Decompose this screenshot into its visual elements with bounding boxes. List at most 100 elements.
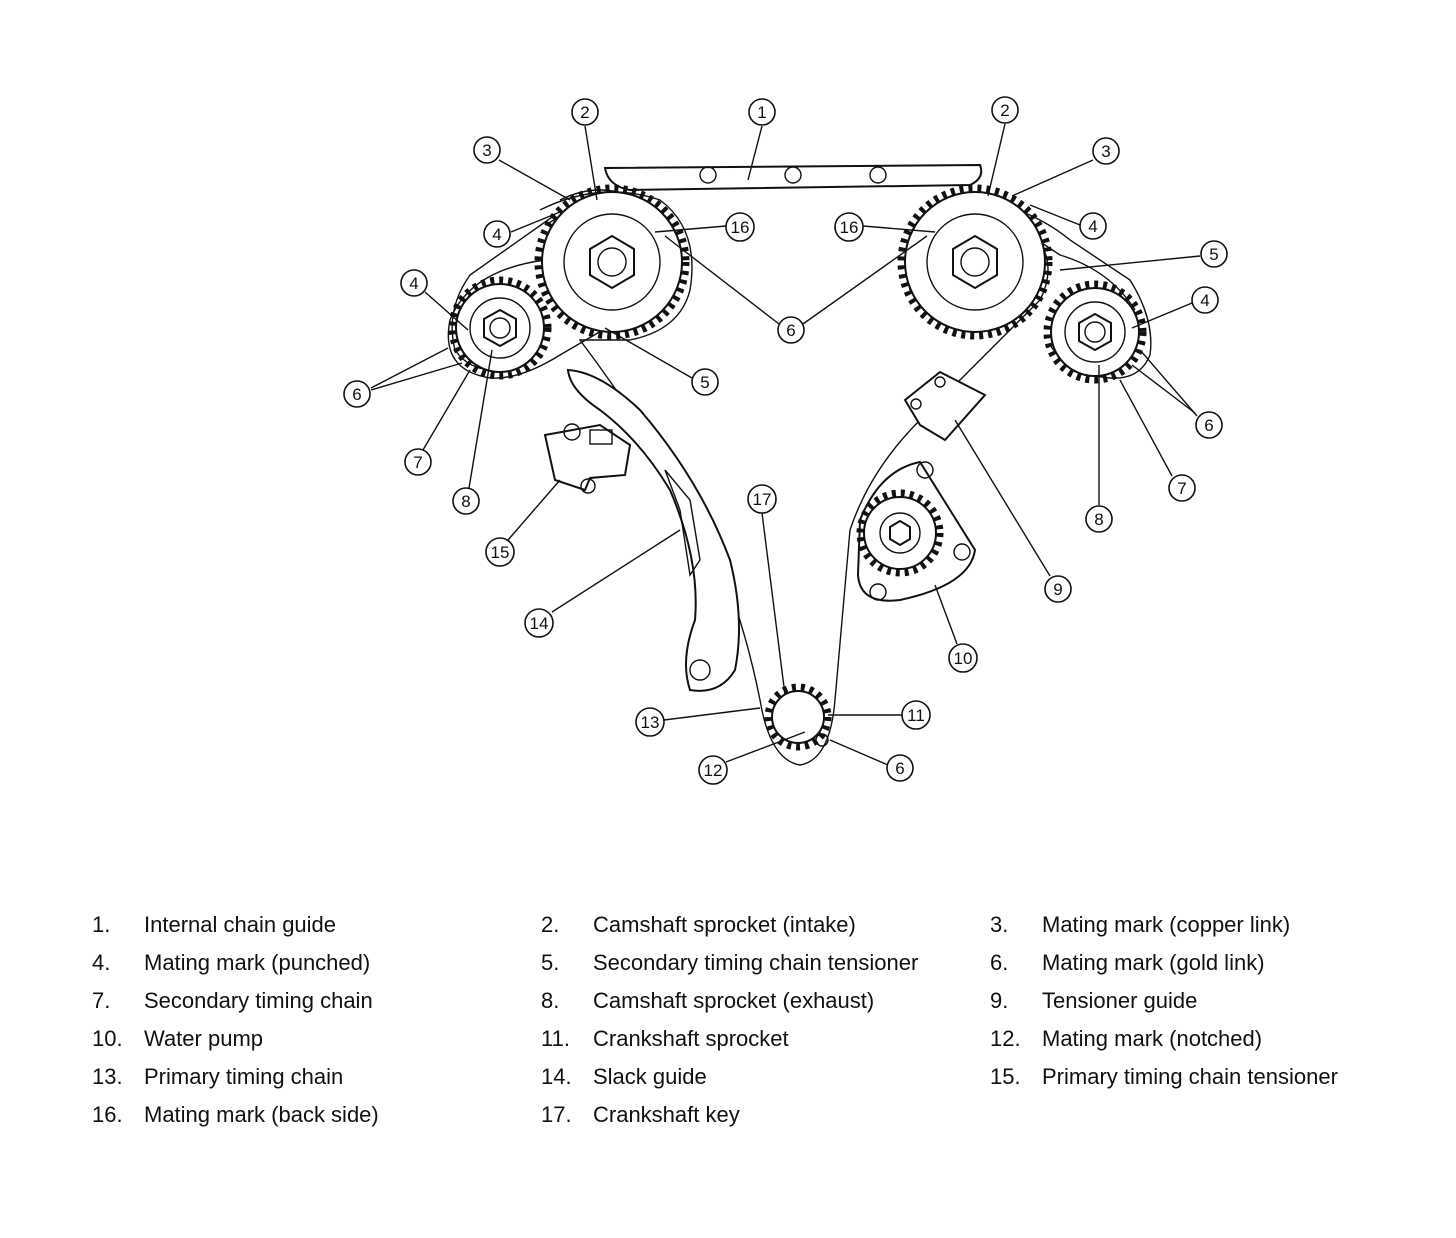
- legend-item-9: 9. Tensioner guide: [990, 988, 1197, 1014]
- svg-text:2: 2: [580, 103, 589, 122]
- svg-text:6: 6: [895, 759, 904, 778]
- svg-text:8: 8: [461, 492, 470, 511]
- callout-14: 14: [524, 608, 554, 638]
- legend-item-1: 1. Internal chain guide: [92, 912, 336, 938]
- legend-item-14: 14. Slack guide: [541, 1064, 707, 1090]
- legend-number: 13.: [92, 1064, 123, 1089]
- left-exhaust-camshaft-sprocket: [448, 276, 552, 380]
- legend-item-17: 17. Crankshaft key: [541, 1102, 740, 1128]
- legend-item-2: 2. Camshaft sprocket (intake): [541, 912, 856, 938]
- legend-text: Crankshaft key: [593, 1102, 740, 1127]
- callout-9: 9: [1044, 575, 1072, 603]
- legend-item-5: 5. Secondary timing chain tensioner: [541, 950, 918, 976]
- callout-6-left: 6: [343, 380, 371, 408]
- legend-text: Secondary timing chain tensioner: [593, 950, 919, 975]
- svg-text:1: 1: [757, 103, 766, 122]
- svg-text:13: 13: [641, 713, 660, 732]
- legend-item-16: 16. Mating mark (back side): [92, 1102, 379, 1128]
- legend-item-15: 15.Primary timing chain tensioner: [990, 1064, 1338, 1090]
- legend-text: Mating mark (back side): [144, 1102, 379, 1127]
- legend-number: 4.: [92, 950, 111, 975]
- callout-11: 11: [901, 700, 931, 730]
- legend-number: 2.: [541, 912, 560, 937]
- legend-text: Water pump: [144, 1026, 264, 1051]
- legend-item-11: 11. Crankshaft sprocket: [541, 1026, 789, 1052]
- callout-7-right: 7: [1168, 474, 1196, 502]
- legend-number: 1.: [92, 912, 111, 937]
- callout-12: 12: [698, 755, 728, 785]
- svg-text:6: 6: [1204, 416, 1213, 435]
- callout-4-upper-left: 4: [483, 220, 511, 248]
- legend-item-3: 3. Mating mark (copper link): [990, 912, 1290, 938]
- legend-text: Mating mark (copper link): [1042, 912, 1291, 937]
- svg-text:5: 5: [1209, 245, 1218, 264]
- right-intake-camshaft-sprocket: [897, 184, 1053, 340]
- callout-2-right: 2: [991, 96, 1019, 124]
- svg-text:7: 7: [413, 453, 422, 472]
- callout-4-lower-right: 4: [1191, 286, 1219, 314]
- legend-text: Mating mark (gold link): [1042, 950, 1265, 975]
- svg-text:16: 16: [731, 218, 750, 237]
- callout-4-lower-left: 4: [400, 269, 428, 297]
- internal-chain-guide: [603, 163, 983, 192]
- callout-7-left: 7: [404, 448, 432, 476]
- callout-3-right: 3: [1092, 137, 1120, 165]
- legend-number: 3.: [990, 912, 1009, 937]
- svg-text:4: 4: [492, 225, 501, 244]
- callout-16-left: 16: [725, 212, 755, 242]
- svg-text:15: 15: [491, 543, 510, 562]
- legend-item-7: 7.Secondary timing chain: [92, 988, 373, 1014]
- right-exhaust-camshaft-sprocket: [1043, 280, 1147, 384]
- callout-1: 1: [748, 98, 776, 126]
- svg-text:14: 14: [530, 614, 549, 633]
- svg-text:10: 10: [954, 649, 973, 668]
- legend-text: Primary timing chain: [144, 1064, 344, 1089]
- callout-5-left: 5: [691, 368, 719, 396]
- water-pump: [856, 460, 977, 602]
- callout-16-right: 16: [834, 212, 864, 242]
- legend-item-8: 8.Camshaft sprocket (exhaust): [541, 988, 874, 1014]
- svg-text:6: 6: [786, 321, 795, 340]
- legend-number: 5.: [541, 950, 560, 975]
- callout-5-right: 5: [1200, 240, 1228, 268]
- legend-item-13: 13. Primary timing chain: [92, 1064, 343, 1090]
- legend-text: Mating mark (punched): [144, 950, 371, 975]
- legend-text: Crankshaft sprocket: [593, 1026, 789, 1051]
- legend-item-12: 12.Mating mark (notched): [990, 1026, 1262, 1052]
- svg-text:8: 8: [1094, 510, 1103, 529]
- slack-guide: [566, 368, 740, 692]
- callout-15: 15: [485, 537, 515, 567]
- legend-number: 11.: [541, 1026, 570, 1051]
- legend-text: Mating mark (notched): [1042, 1026, 1263, 1051]
- legend-number: 15.: [990, 1064, 1021, 1089]
- callout-17: 17: [747, 484, 777, 514]
- svg-text:3: 3: [1101, 142, 1110, 161]
- legend-text: Tensioner guide: [1042, 988, 1198, 1013]
- callout-4-upper-right: 4: [1079, 212, 1107, 240]
- legend-number: 16.: [92, 1102, 123, 1127]
- tensioner-guide: [903, 370, 987, 442]
- legend-item-6: 6.Mating mark (gold link): [990, 950, 1265, 976]
- callout-2-left: 2: [571, 98, 599, 126]
- legend-text: Slack guide: [593, 1064, 707, 1089]
- legend-number: 17.: [541, 1102, 572, 1127]
- legend-item-10: 10.Water pump: [92, 1026, 263, 1052]
- leader-lines: [370, 123, 1201, 766]
- primary-timing-chain-tensioner: [543, 423, 632, 494]
- callout-8-right: 8: [1085, 505, 1113, 533]
- callout-13: 13: [635, 707, 665, 737]
- legend-text: Secondary timing chain: [144, 988, 373, 1013]
- legend-number: 9.: [990, 988, 1009, 1013]
- callout-10: 10: [948, 643, 978, 673]
- legend-number: 14.: [541, 1064, 572, 1089]
- svg-text:7: 7: [1177, 479, 1186, 498]
- legend-item-4: 4. Mating mark (punched): [92, 950, 370, 976]
- svg-text:4: 4: [1088, 217, 1097, 236]
- legend-number: 8.: [541, 988, 560, 1013]
- legend-text: Camshaft sprocket (intake): [593, 912, 856, 937]
- legend-text: Internal chain guide: [144, 912, 337, 937]
- svg-text:2: 2: [1000, 101, 1009, 120]
- svg-text:9: 9: [1053, 580, 1062, 599]
- callout-6-bottom: 6: [886, 754, 914, 782]
- svg-text:17: 17: [753, 490, 772, 509]
